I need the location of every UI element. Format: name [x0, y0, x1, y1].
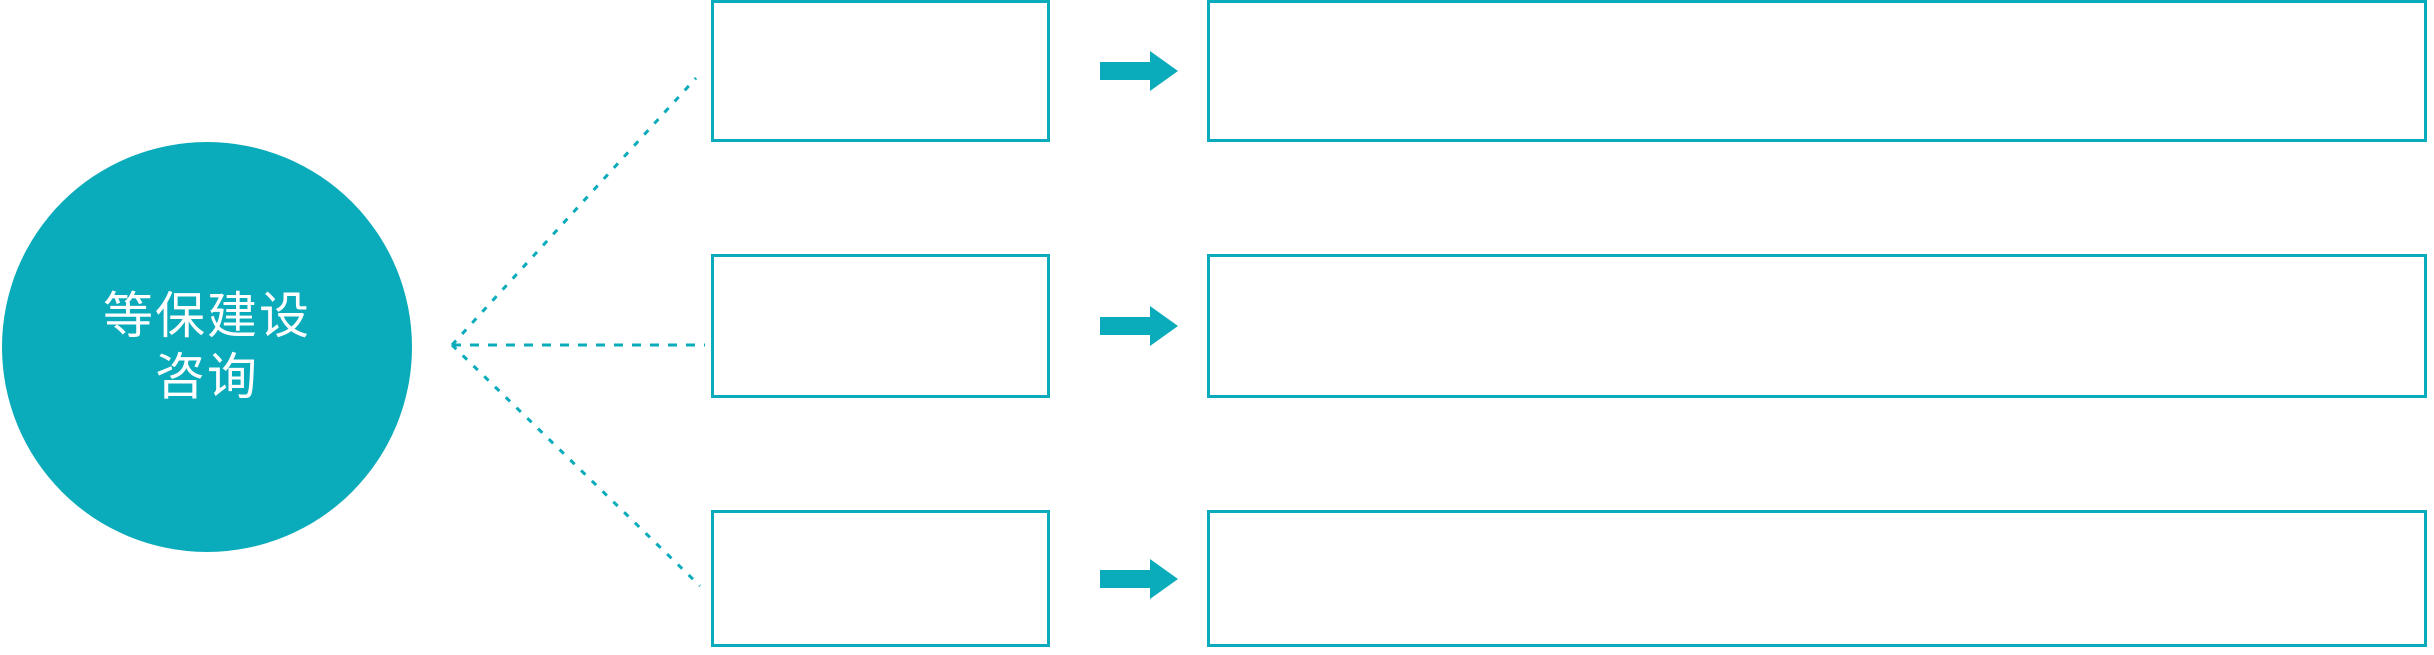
hub-circle[interactable]: 等保建设 咨询 [2, 142, 412, 552]
arrow-right-icon [1100, 51, 1178, 91]
branch-row [711, 510, 2427, 647]
arrow-right-icon [1100, 558, 1178, 599]
detail-box[interactable] [1207, 254, 2427, 398]
label-box[interactable] [711, 254, 1050, 398]
arrow-spacer [1050, 71, 1100, 72]
label-box[interactable] [711, 510, 1050, 647]
hub-title-line-1: 等保建设 [103, 288, 311, 344]
detail-box[interactable] [1207, 0, 2427, 142]
connector-branch-bottom [450, 343, 702, 588]
branch-row [711, 0, 2427, 142]
detail-box[interactable] [1207, 510, 2427, 647]
hub-title-line-2: 咨询 [155, 349, 259, 405]
label-box[interactable] [711, 0, 1050, 142]
branch-row [711, 254, 2427, 398]
arrow-spacer [1050, 326, 1100, 327]
arrow-spacer [1050, 578, 1100, 579]
arrow-right-icon [1100, 306, 1178, 346]
connector-branch-top [450, 76, 698, 347]
